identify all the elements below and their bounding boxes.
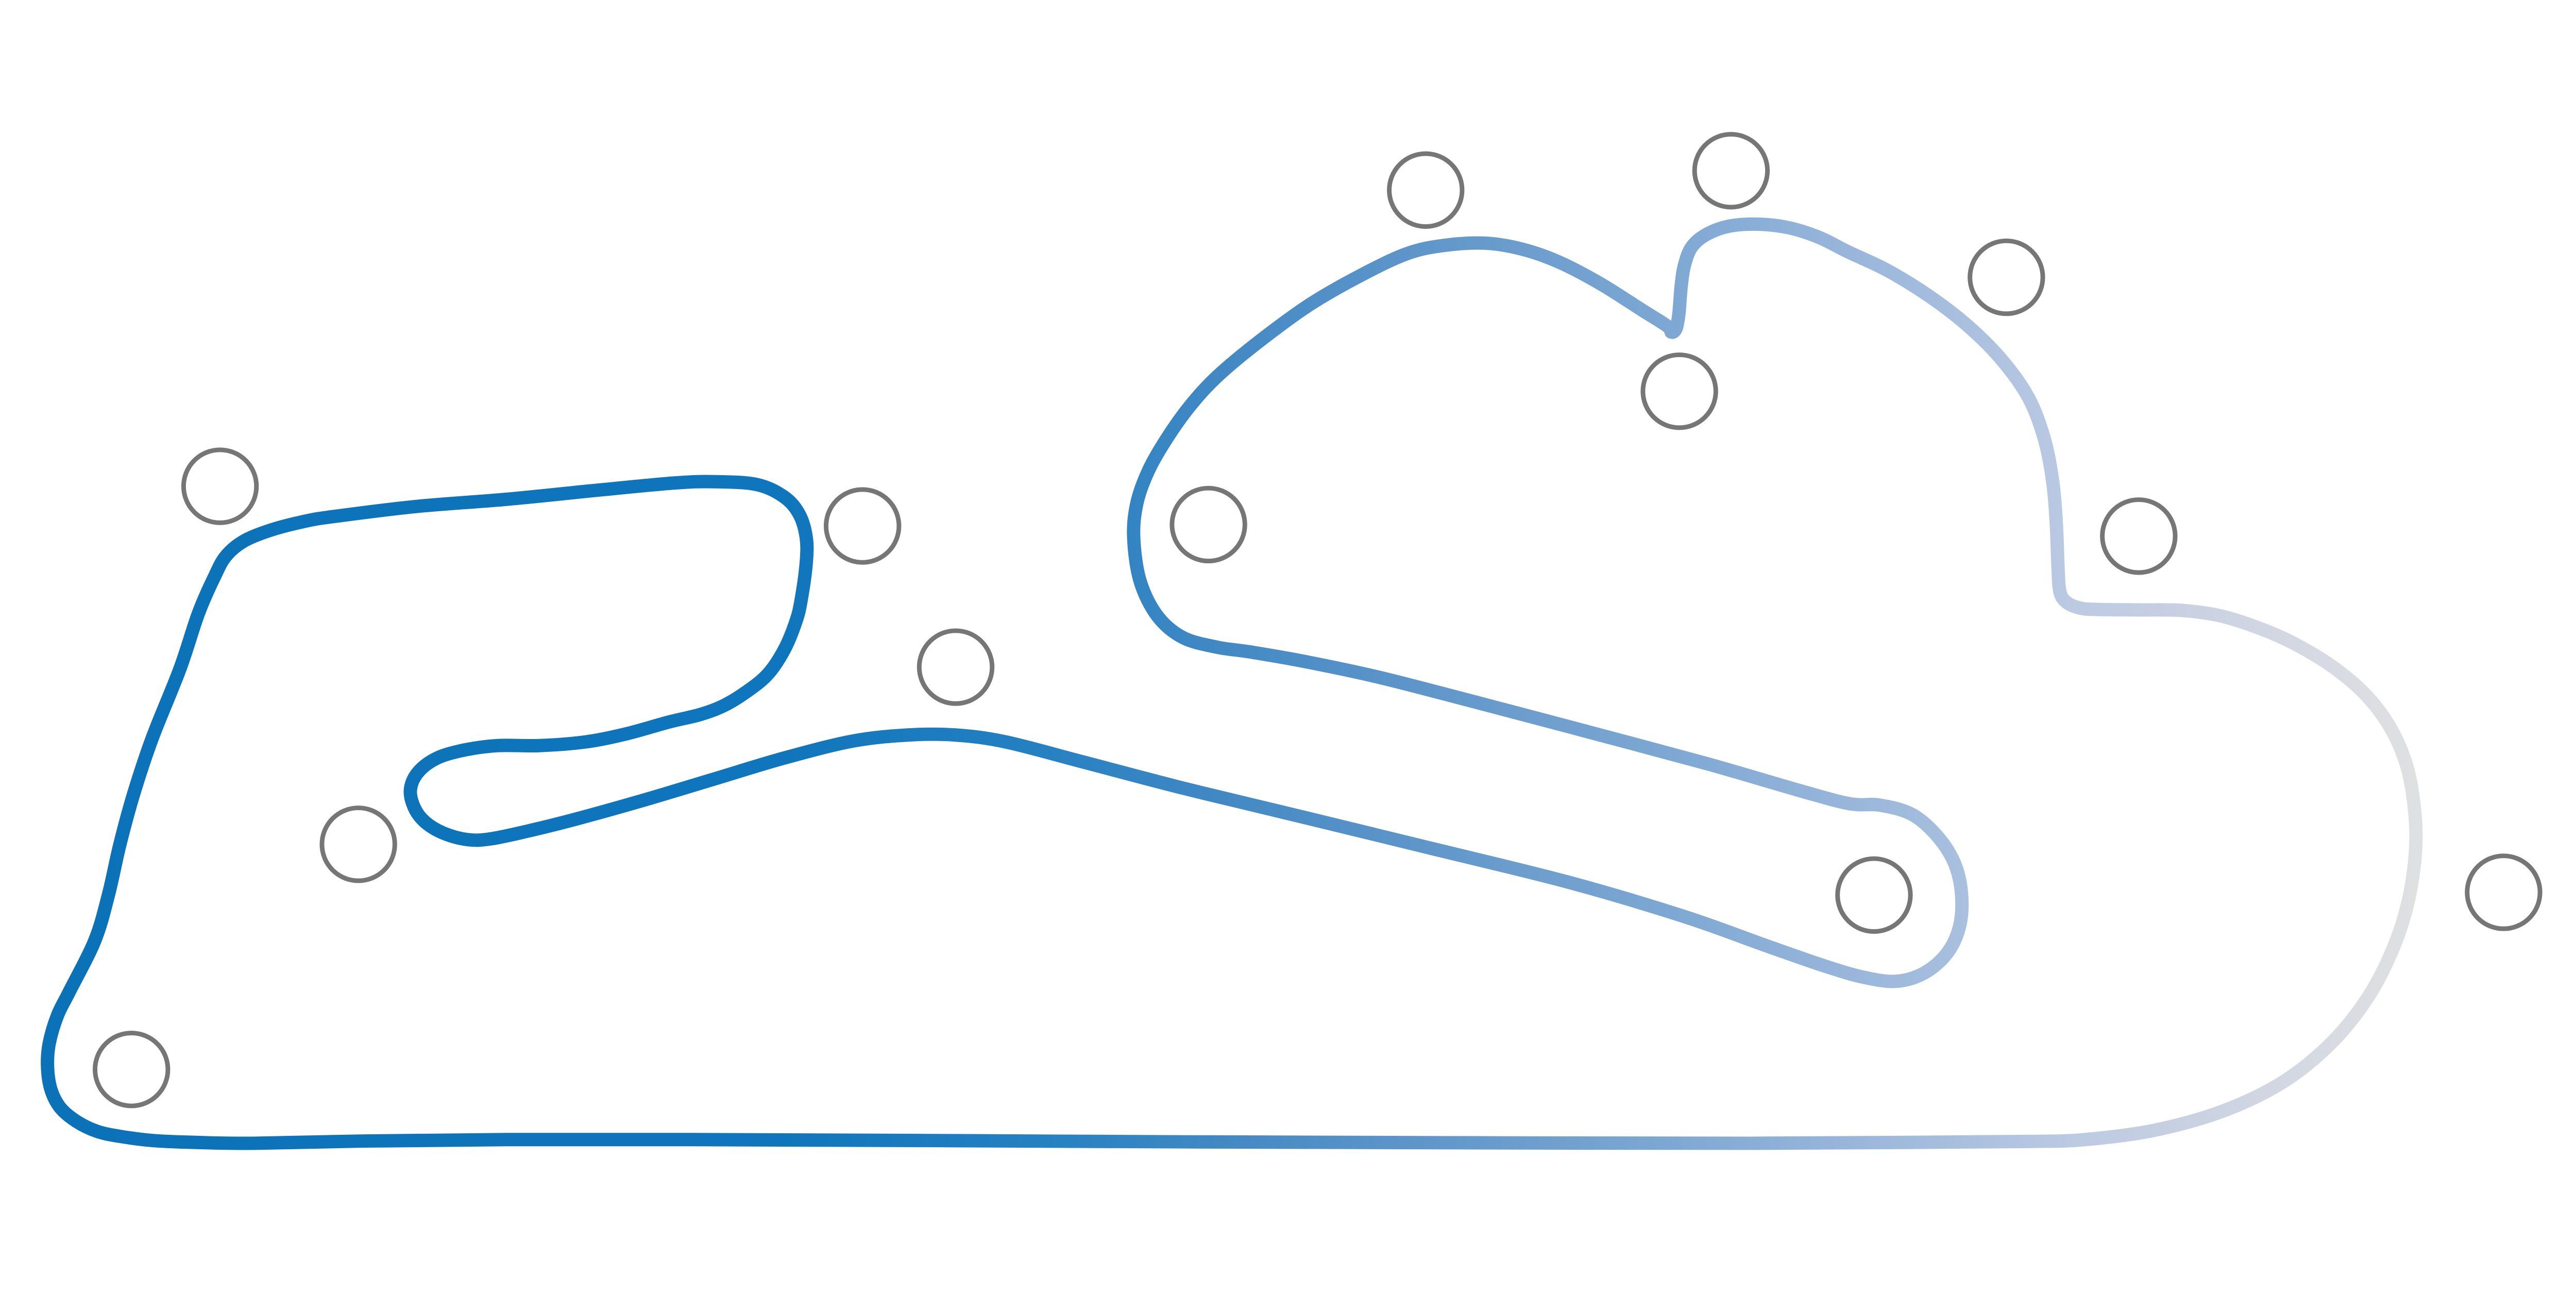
turn-marker-12	[1835, 856, 1913, 934]
circuit-map	[41, 132, 2543, 1150]
turn-marker-8	[1640, 352, 1718, 430]
turn-marker-1	[181, 447, 259, 525]
turn-marker-10	[1170, 485, 1247, 564]
turn-marker-5	[92, 1030, 171, 1109]
turn-marker-7	[1692, 132, 1770, 210]
turn-marker-13	[2465, 853, 2543, 931]
track-outline-path	[41, 217, 2423, 1150]
circuit-svg	[41, 132, 2543, 1150]
track-layer	[41, 217, 2423, 1150]
turn-marker-6	[1387, 151, 1465, 229]
turn-marker-11	[2100, 497, 2178, 575]
turn-marker-3	[917, 628, 995, 706]
turn-marker-9	[1968, 238, 2045, 316]
marker-layer	[92, 132, 2543, 1109]
turn-marker-4	[319, 805, 397, 883]
turn-marker-2	[823, 487, 902, 565]
